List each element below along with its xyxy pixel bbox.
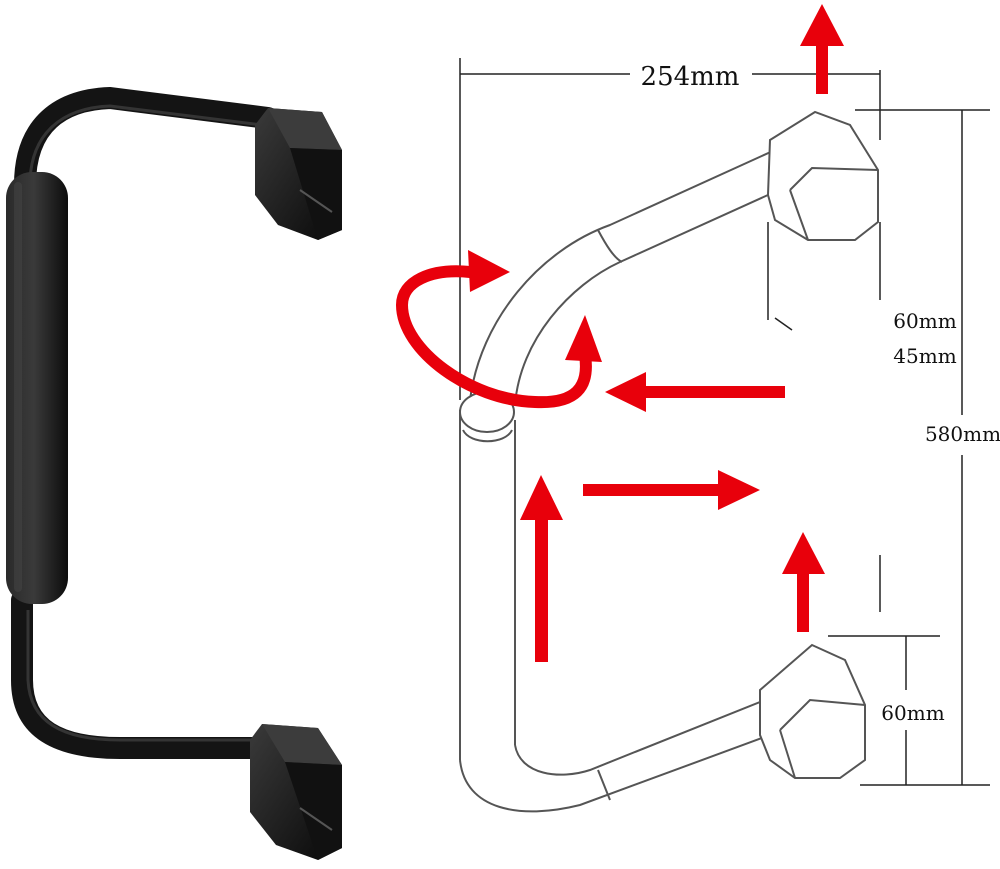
height-dimension-label: 580mm (925, 422, 1000, 446)
handle-top-arm (14, 86, 279, 196)
handle-top-mount (255, 108, 342, 240)
rotate-arrow-icon (395, 250, 602, 409)
arrow-icon (605, 372, 785, 412)
handle-foam-grip (6, 172, 68, 604)
depth-dimension-label: 45mm (893, 344, 956, 368)
handle-bottom-arm (10, 589, 271, 759)
red-arrows (520, 4, 844, 662)
arrow-icon (520, 475, 563, 662)
arrow-icon (800, 4, 844, 94)
arrow-icon (782, 532, 825, 632)
handle-bottom-mount (250, 724, 342, 860)
line-drawing-handle (459, 110, 879, 813)
dimension-lines (459, 58, 990, 786)
black-handle-photo (6, 86, 342, 860)
arrow-icon (583, 470, 760, 510)
offset-bottom-dimension-label: 60mm (881, 701, 944, 725)
offset-top-dimension-label: 60mm (893, 309, 956, 333)
width-dimension-label: 254mm (641, 62, 740, 92)
